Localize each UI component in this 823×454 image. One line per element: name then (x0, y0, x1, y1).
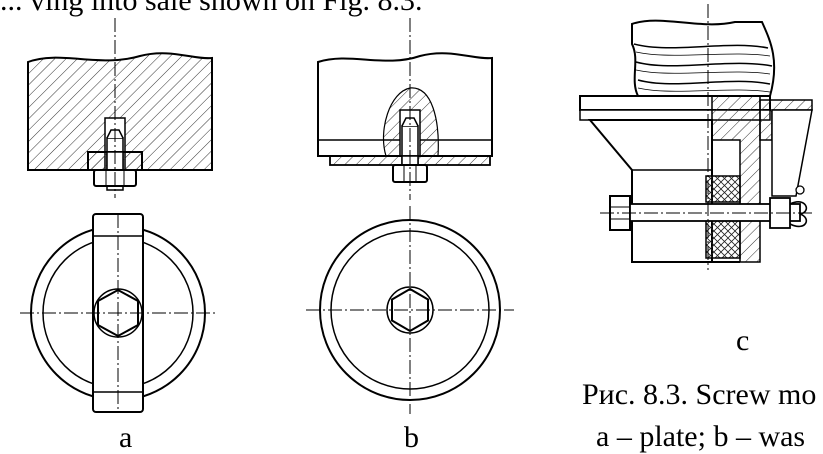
view-a-section (27, 18, 213, 198)
label-c: c (736, 324, 750, 357)
view-a-plan (20, 213, 216, 413)
view-c-threaded-top (631, 19, 776, 97)
view-c-insulator-upper (705, 175, 741, 203)
label-a: a (119, 421, 133, 454)
view-c-cotter-pin (789, 201, 808, 228)
figure-caption-line-2: a – plate; b – was (596, 420, 806, 453)
view-b-hex-head (391, 287, 429, 333)
view-c-assembly (579, 4, 813, 270)
view-b-plan (306, 206, 514, 414)
view-a-body (27, 52, 213, 171)
label-b: b (404, 421, 419, 454)
view-c-insulator-lower (705, 217, 741, 259)
figure-caption-line-1: Рис. 8.3. Screw mo (582, 378, 817, 411)
view-b-section (317, 18, 493, 200)
top-text-fragment: ... ving into sale shown on Fig. 8.3. (0, 0, 423, 17)
